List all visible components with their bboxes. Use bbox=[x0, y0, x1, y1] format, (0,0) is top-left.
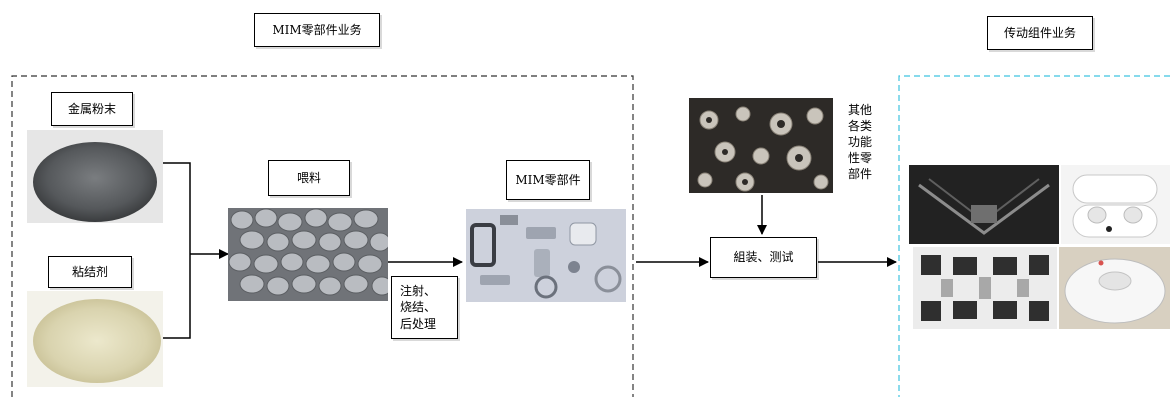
other-parts-line-1: 其他 bbox=[848, 103, 873, 117]
transmission-product-image-3 bbox=[913, 247, 1057, 329]
metal-powder-image bbox=[27, 130, 163, 223]
input-bracket bbox=[163, 162, 191, 339]
feedstock-label: 喂料 bbox=[268, 160, 350, 196]
other-parts-line-3: 功能 bbox=[848, 135, 873, 149]
transmission-product-image-4 bbox=[1059, 247, 1170, 329]
binder-label: 粘结剂 bbox=[48, 256, 132, 288]
mim-parts-graphic bbox=[466, 209, 626, 302]
mim-parts-image bbox=[466, 209, 626, 302]
transmission-product-image-2 bbox=[1061, 165, 1170, 244]
transmission-section-title: 传动组件业务 bbox=[987, 16, 1093, 50]
process-line-1: 注射、 bbox=[400, 284, 437, 299]
other-parts-text: 其他 各类 功能 性零 部件 bbox=[848, 102, 878, 182]
process-line-2: 烧结、 bbox=[400, 300, 437, 315]
transmission-product-image-1 bbox=[909, 165, 1059, 244]
earbuds-case-graphic bbox=[1061, 165, 1170, 244]
metal-powder-label: 金属粉末 bbox=[51, 92, 133, 126]
transmission-section-border bbox=[898, 75, 1170, 397]
pellets-graphic bbox=[228, 208, 388, 301]
other-parts-image bbox=[689, 98, 833, 193]
other-parts-graphic bbox=[689, 98, 833, 193]
powder-pile-graphic bbox=[33, 142, 157, 222]
mechanism-graphic bbox=[913, 247, 1057, 329]
mim-section-title: MIM零部件业务 bbox=[254, 13, 380, 47]
process-label: 注射、 烧结、 后处理 bbox=[391, 276, 458, 339]
binder-image bbox=[27, 291, 163, 387]
robot-vacuum-graphic bbox=[1059, 247, 1170, 329]
mim-section-border bbox=[11, 75, 634, 397]
mim-parts-label: MIM零部件 bbox=[506, 160, 590, 200]
assembly-label: 組装、测试 bbox=[710, 237, 817, 278]
other-parts-line-4: 性零 bbox=[848, 151, 873, 165]
binder-pile-graphic bbox=[33, 299, 161, 383]
feedstock-image bbox=[228, 208, 388, 301]
process-line-3: 后处理 bbox=[400, 316, 437, 331]
hinge-graphic bbox=[909, 165, 1059, 244]
other-parts-line-5: 部件 bbox=[848, 167, 873, 181]
other-parts-line-2: 各类 bbox=[848, 119, 873, 133]
